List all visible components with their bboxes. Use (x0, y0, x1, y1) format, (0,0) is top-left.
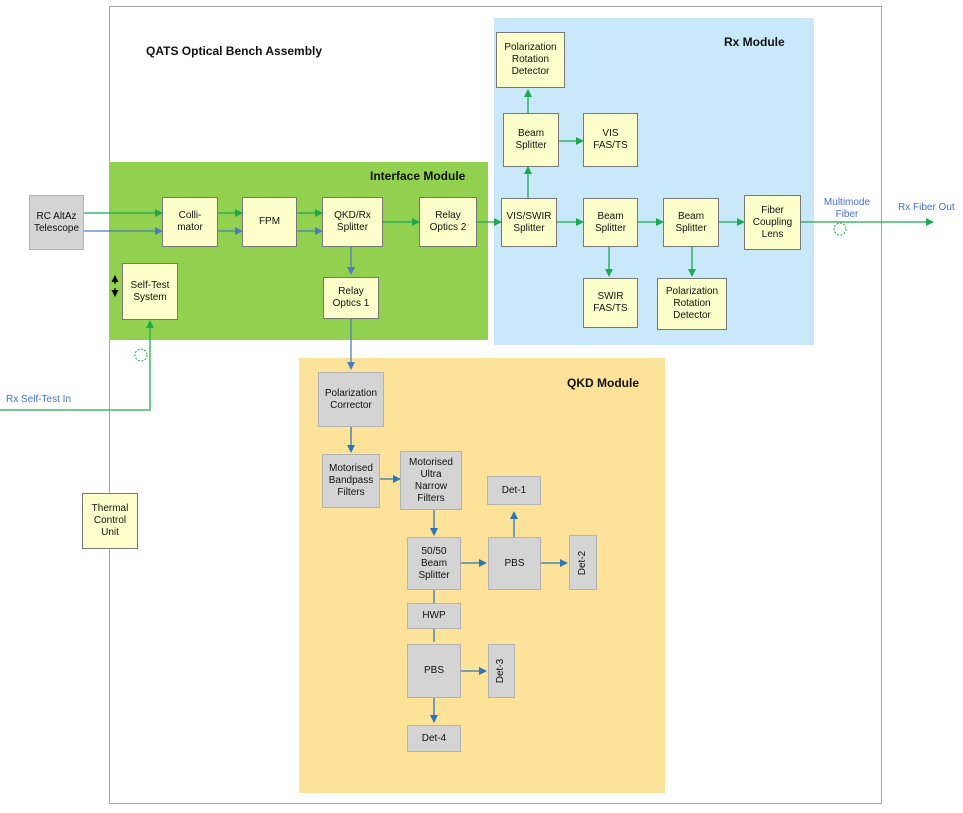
fiber-coupling-lens-block: Fiber Coupling Lens (744, 195, 801, 250)
det-2-label: Det-2 (577, 550, 589, 575)
polarization-rotation-detector-top: Polarization Rotation Detector (496, 32, 565, 88)
vis-fas-ts-block: VIS FAS/TS (583, 113, 638, 167)
multimode-fiber-label: Multimode Fiber (823, 197, 871, 220)
beam-splitter-mid-block: Beam Splitter (583, 198, 638, 247)
telescope-block: RC AltAz Telescope (29, 195, 84, 250)
det-4-block: Det-4 (407, 725, 461, 752)
beam-splitter-5050-block: 50/50 Beam Splitter (407, 537, 461, 590)
self-test-block: Self-Test System (122, 263, 178, 320)
polarization-rotation-detector-bottom: Polarization Rotation Detector (657, 278, 727, 330)
beam-splitter-top-block: Beam Splitter (503, 113, 559, 167)
det-2-block: Det-2 (569, 535, 597, 590)
thermal-control-unit-block: Thermal Control Unit (82, 493, 138, 549)
rx-self-test-in-label: Rx Self-Test In (6, 394, 72, 405)
relay-optics-2-block: Relay Optics 2 (419, 197, 477, 247)
qkd-module (299, 358, 665, 793)
fpm-block: FPM (242, 197, 297, 247)
beam-splitter-right-block: Beam Splitter (663, 198, 719, 247)
det-3-block: Det-3 (488, 644, 515, 698)
polarization-corrector-block: Polarization Corrector (318, 372, 384, 427)
interface-module-title: Interface Module (370, 169, 466, 183)
qkd-module-title: QKD Module (567, 376, 639, 390)
vis-swir-splitter-block: VIS/SWIR Splitter (501, 198, 557, 247)
collimator-block: Colli- mator (162, 197, 218, 247)
bench-title: QATS Optical Bench Assembly (146, 44, 323, 58)
pbs-1-block: PBS (488, 537, 541, 590)
qkd-rx-splitter-block: QKD/Rx Splitter (322, 197, 383, 247)
rx-fiber-out-label: Rx Fiber Out (898, 202, 955, 213)
bandpass-filters-block: Motorised Bandpass Filters (322, 454, 380, 508)
pbs-2-block: PBS (407, 644, 461, 698)
relay-optics-1-block: Relay Optics 1 (323, 277, 379, 319)
ultra-narrow-filters-block: Motorised Ultra Narrow Filters (400, 451, 462, 510)
hwp-block: HWP (407, 603, 461, 629)
rx-module-title: Rx Module (724, 35, 785, 49)
swir-fas-ts-block: SWIR FAS/TS (583, 278, 638, 328)
det-3-label: Det-3 (495, 658, 507, 684)
det-1-block: Det-1 (487, 476, 541, 505)
